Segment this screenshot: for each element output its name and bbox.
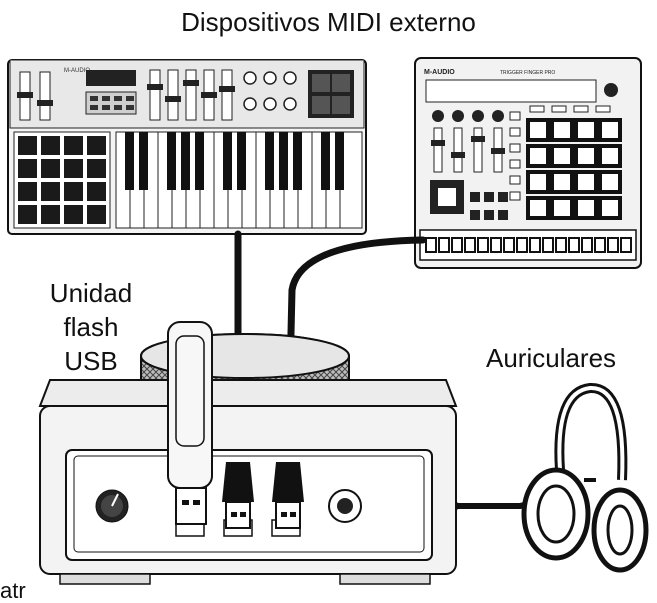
headphones — [519, 383, 649, 573]
cropped-text-fragment: atr — [0, 578, 26, 603]
midi-keyboard-controller: M-AUDIO — [7, 59, 367, 235]
usb-plug-keyboard — [222, 462, 254, 529]
headphones-label: Auriculares — [486, 343, 617, 373]
keyboard-brand-logo: M-AUDIO — [64, 68, 90, 74]
usb-flash-drive-label: Unidad flash USB — [36, 276, 146, 378]
pad-model-label: TRIGGER FINGER PRO — [500, 70, 555, 76]
midi-pad-controller: M-AUDIO TRIGGER FINGER PRO — [414, 57, 642, 269]
usb-plug-pad — [272, 462, 304, 529]
diagram-title: Dispositivos MIDI externo — [181, 7, 476, 37]
usb-flash-drive — [167, 321, 213, 525]
label-line: USB — [64, 346, 118, 376]
label-line: Unidad — [49, 278, 133, 308]
pad-brand-logo: M-AUDIO — [424, 69, 455, 76]
label-line: flash — [63, 312, 119, 342]
audio-interface — [38, 333, 458, 585]
